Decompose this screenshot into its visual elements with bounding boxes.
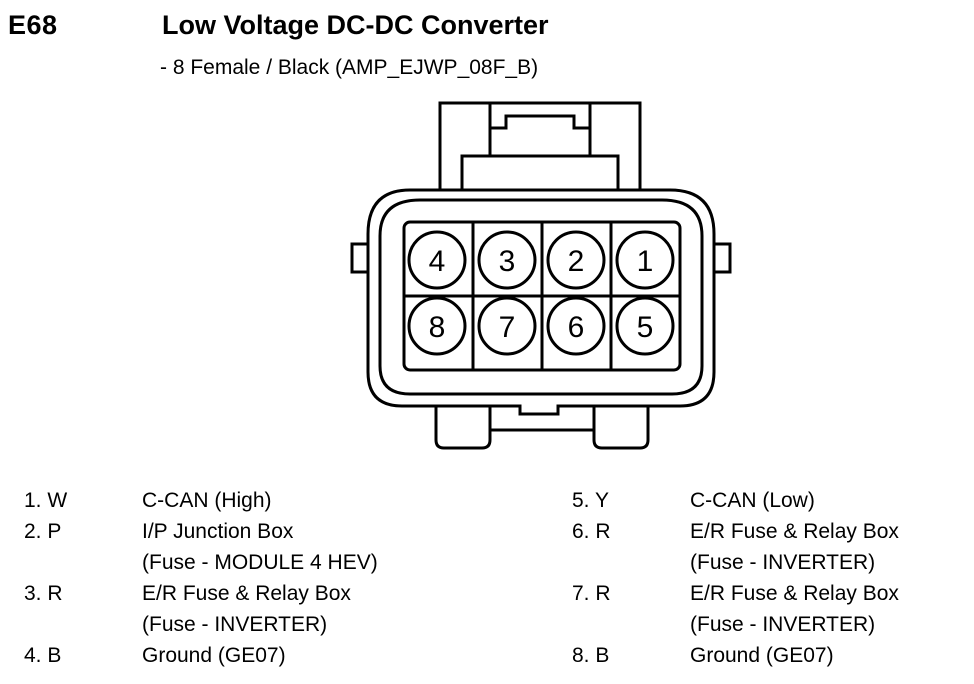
pin-label-2: 2 (568, 245, 585, 278)
pin-description: C-CAN (Low) (690, 489, 815, 512)
pin-label-5: 5 (637, 311, 654, 344)
pin-number: 4. B (24, 644, 62, 667)
pin-description: (Fuse - INVERTER) (142, 613, 328, 636)
pin-label-3: 3 (499, 245, 516, 278)
pin-description: E/R Fuse & Relay Box (690, 520, 899, 543)
pin-description: E/R Fuse & Relay Box (690, 582, 899, 605)
pin-number: 6. R (572, 520, 611, 543)
pin-circles (407, 230, 675, 356)
pin-number: 3. R (24, 582, 63, 605)
pin-circle-5 (615, 296, 675, 356)
pin-description: Ground (GE07) (142, 644, 286, 667)
pin-circle-1 (615, 230, 675, 290)
pin-circle-2 (546, 230, 606, 290)
pin-number: 2. P (24, 520, 62, 543)
pin-description: I/P Junction Box (142, 520, 294, 543)
pin-label-4: 4 (429, 245, 446, 278)
pin-label-6: 6 (568, 311, 585, 344)
pin-description: C-CAN (High) (142, 489, 272, 512)
pin-circle-6 (546, 296, 606, 356)
connector-subtitle: - 8 Female / Black (AMP_EJWP_08F_B) (160, 56, 539, 79)
pin-label-8: 8 (429, 311, 446, 344)
pin-description: (Fuse - INVERTER) (690, 613, 876, 636)
pin-circle-7 (477, 296, 537, 356)
connector-diagram: 4 3 2 1 8 7 6 5 (350, 101, 732, 450)
connector-code: E68 (8, 10, 58, 40)
pin-description: Ground (GE07) (690, 644, 834, 667)
pin-description: (Fuse - INVERTER) (690, 551, 876, 574)
pin-label-7: 7 (499, 311, 516, 344)
pin-description: E/R Fuse & Relay Box (142, 582, 351, 605)
pin-circle-3 (477, 230, 537, 290)
pin-circle-4 (407, 230, 467, 290)
connector-housing (350, 101, 732, 450)
pin-number: 8. B (572, 644, 610, 667)
connector-title: Low Voltage DC-DC Converter (162, 10, 549, 40)
pin-number: 5. Y (572, 489, 609, 512)
pin-label-1: 1 (637, 245, 654, 278)
pin-number: 1. W (24, 489, 68, 512)
pin-description: (Fuse - MODULE 4 HEV) (142, 551, 378, 574)
pin-number: 7. R (572, 582, 611, 605)
pin-circle-8 (407, 296, 467, 356)
